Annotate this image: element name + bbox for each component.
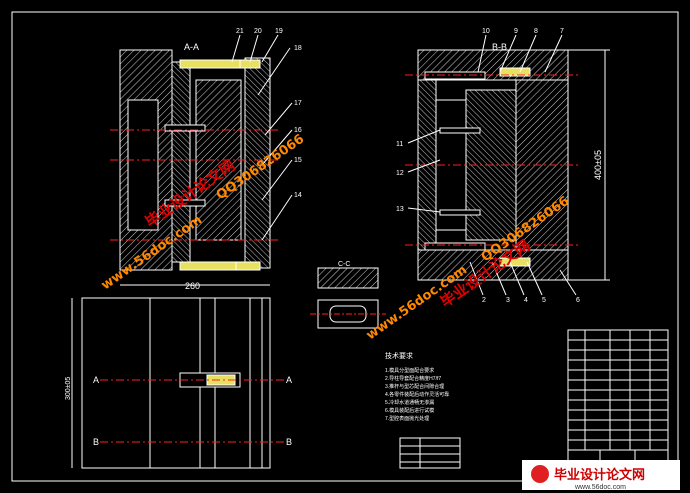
section-a-title: A-A [184, 42, 199, 52]
plan-view: A A B B 300±05 [65, 297, 292, 469]
section-b-view: B-B 400±05 10 9 8 7 [396, 28, 610, 304]
notes-title: 技术要求 [385, 351, 413, 360]
dim-height: 400±05 [593, 150, 603, 180]
callout-6: 6 [576, 297, 580, 304]
guide-b-bottom [499, 257, 531, 267]
plan-outline [81, 297, 271, 469]
callout-5: 5 [542, 297, 546, 304]
cut-b-left: B [93, 437, 99, 447]
bottom-clamp-plate-b [417, 249, 569, 281]
plan-dim: 300±05 [65, 377, 72, 400]
callout-15: 15 [294, 157, 302, 164]
note-line: 4.各零件装配后动作灵活可靠 [385, 391, 449, 398]
callout-18: 18 [294, 45, 302, 52]
section-a-view: A-A 260 21 20 19 18 17 16 15 [110, 28, 302, 291]
title-block [567, 329, 669, 473]
guide-bush-top [239, 59, 261, 69]
callout-14: 14 [294, 192, 302, 199]
brand-icon [531, 465, 549, 483]
guide-pin-bottom [179, 261, 241, 271]
callout-21: 21 [236, 28, 244, 35]
callout-11: 11 [396, 141, 403, 148]
callout-12: 12 [396, 170, 404, 177]
callout-8: 8 [534, 28, 538, 35]
note-line: 7.型腔表面抛光处理 [385, 415, 429, 422]
callout-10: 10 [482, 28, 490, 35]
callout-16: 16 [294, 127, 302, 134]
note-line: 3.推杆与型芯配合间隙合理 [385, 383, 444, 390]
callout-13: 13 [396, 206, 404, 213]
pin-b-2 [439, 209, 481, 216]
note-line: 1.模具分型面配合要求 [385, 367, 434, 374]
ejector-pin-2 [164, 199, 206, 207]
callout-7: 7 [560, 28, 564, 35]
guide-pin-top [179, 59, 241, 69]
detail-c-view: C-C [310, 261, 386, 329]
note-line: 5.冷却水道通畅无渗漏 [385, 399, 434, 406]
brand-logo: 毕业设计论文网 www.56doc.com [522, 460, 680, 491]
dim-width: 260 [185, 281, 200, 291]
pin-b-1 [439, 127, 481, 134]
cut-b-right: B [286, 437, 292, 447]
screw-bottom-b [424, 242, 486, 251]
drawing-frame [11, 11, 679, 482]
callout-19: 19 [275, 28, 283, 35]
callout-3: 3 [506, 297, 510, 304]
callout-9: 9 [514, 28, 518, 35]
callout-2: 2 [482, 297, 486, 304]
section-b-title: B-B [492, 42, 507, 52]
callout-20: 20 [254, 28, 262, 35]
guide-bush-bottom [235, 261, 261, 271]
cut-a-right: A [286, 375, 292, 385]
brand-text: 毕业设计论文网 [554, 467, 645, 483]
plate-cavity [127, 99, 159, 231]
cut-a-left: A [93, 375, 99, 385]
ejector-pin-1 [164, 124, 206, 132]
callout-4: 4 [524, 297, 528, 304]
note-line: 6.模具装配后进行试模 [385, 407, 434, 414]
brand-url: www.56doc.com [574, 484, 626, 491]
note-line: 2.导柱导套配合精度H7/f7 [385, 375, 441, 382]
callout-17: 17 [294, 100, 302, 107]
tech-notes: 技术要求 1.模具分型面配合要求 2.导柱导套配合精度H7/f7 3.推杆与型芯… [385, 351, 461, 469]
detail-c-title: C-C [338, 261, 350, 268]
